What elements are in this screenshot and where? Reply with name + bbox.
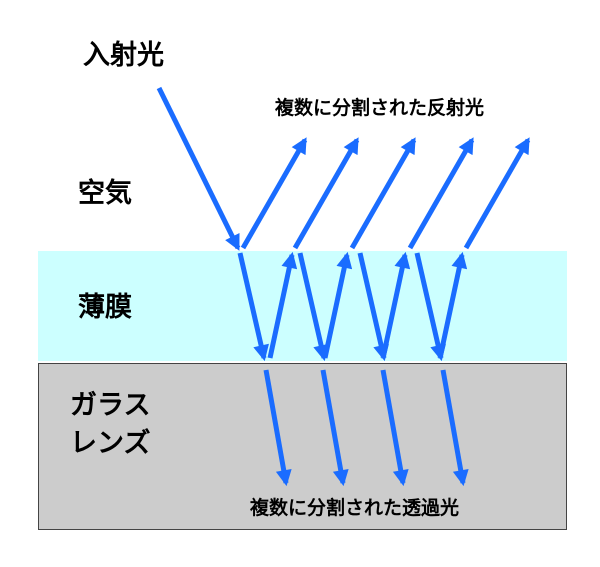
film-up-ray-arrow	[322, 251, 353, 359]
reflected-ray-arrow	[349, 137, 417, 250]
glass-label-line1: ガラス	[70, 390, 151, 421]
reflected-ray-arrow	[463, 137, 531, 250]
thin-film-label: 薄膜	[78, 292, 132, 323]
glass-lens-layer	[38, 363, 567, 530]
transmitted-ray-arrow	[380, 369, 409, 487]
transmitted-light-label: 複数に分割された透過光	[250, 497, 460, 519]
film-up-ray-arrow	[380, 251, 411, 359]
transmitted-ray-arrow	[440, 369, 469, 487]
transmitted-ray-arrow	[320, 369, 349, 487]
film-down-ray-arrow	[237, 252, 269, 362]
glass-label-line2: レンズ	[70, 428, 151, 459]
reflected-ray-arrow	[292, 137, 360, 250]
film-up-ray-arrow	[267, 251, 298, 359]
film-down-ray-arrow	[357, 252, 389, 362]
film-up-ray-arrow	[437, 251, 468, 359]
transmitted-ray-arrow	[263, 369, 292, 487]
film-down-ray-arrow	[297, 252, 329, 362]
incident-light-label: 入射光	[83, 40, 164, 71]
film-down-ray-arrow	[414, 252, 446, 362]
reflected-light-label: 複数に分割された反射光	[275, 97, 485, 119]
reflected-ray-arrow	[240, 137, 308, 250]
reflected-ray-arrow	[407, 137, 475, 250]
air-label: 空気	[78, 178, 132, 209]
incident-ray-arrow	[156, 86, 241, 251]
